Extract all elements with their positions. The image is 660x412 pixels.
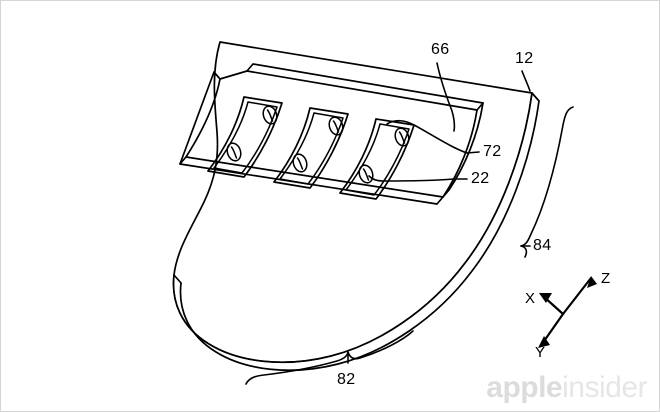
slot-2-inner-wall <box>279 112 344 185</box>
bracket-84 <box>520 106 574 258</box>
platform-back-riser <box>246 63 484 111</box>
reference-numeral-22: 22 <box>471 170 490 187</box>
raised-platform <box>179 63 484 205</box>
axis-z-line <box>561 276 593 316</box>
slot-1-outer <box>207 96 283 178</box>
leader-22-curve <box>368 175 454 182</box>
watermark-strong-text: apple <box>486 371 563 404</box>
slot-3-hole-upper <box>394 127 410 147</box>
leader-72-curve <box>386 119 468 154</box>
slot-2-hole-lower <box>292 153 308 173</box>
base-plate-corner-cap <box>531 92 540 102</box>
coordinate-axes-triad <box>538 276 597 348</box>
base-plate-front-thickness-edge <box>179 92 540 372</box>
slot-1-hole-upper <box>262 105 278 125</box>
leader-lines <box>368 62 531 182</box>
platform-left-riser-join <box>213 71 221 80</box>
slot-3-hole-lower <box>358 164 374 184</box>
platform-right-riser <box>442 102 484 198</box>
axis-label-y: Y <box>535 344 546 361</box>
reference-numeral-82: 82 <box>337 371 356 388</box>
slot-3-inner-wall <box>345 123 410 196</box>
reference-numeral-72: 72 <box>483 143 502 160</box>
axis-y-arrowhead <box>538 336 550 348</box>
base-plate-top-surface-outline <box>172 41 533 364</box>
axis-z-arrowhead <box>587 276 597 288</box>
slot-1 <box>207 96 283 178</box>
base-plate-left-thickness-tail <box>173 274 182 284</box>
leader-72 <box>466 151 480 154</box>
slot-2-hole-upper <box>328 116 344 136</box>
dimension-brackets <box>245 106 574 385</box>
slot-2 <box>273 107 349 189</box>
watermark-light-text: insider <box>562 371 647 404</box>
axis-x-arrowhead <box>539 293 552 303</box>
leader-12 <box>521 70 531 92</box>
appleinsider-watermark: appleinsider <box>486 373 647 403</box>
platform-top-face <box>185 70 478 198</box>
bracket-82 <box>245 330 414 385</box>
slot-3 <box>339 118 415 200</box>
reference-numeral-84: 84 <box>533 237 552 254</box>
slot-1-inner-wall <box>213 101 278 174</box>
axis-label-x: X <box>525 290 536 307</box>
slot-1-hole-lower <box>226 142 242 162</box>
reference-numeral-66: 66 <box>431 41 450 58</box>
leader-66 <box>436 62 456 132</box>
reference-numeral-12: 12 <box>515 50 534 67</box>
base-plate <box>172 41 540 372</box>
axis-label-z: Z <box>601 270 611 287</box>
base-plate-front-thickness-inner <box>172 92 533 363</box>
